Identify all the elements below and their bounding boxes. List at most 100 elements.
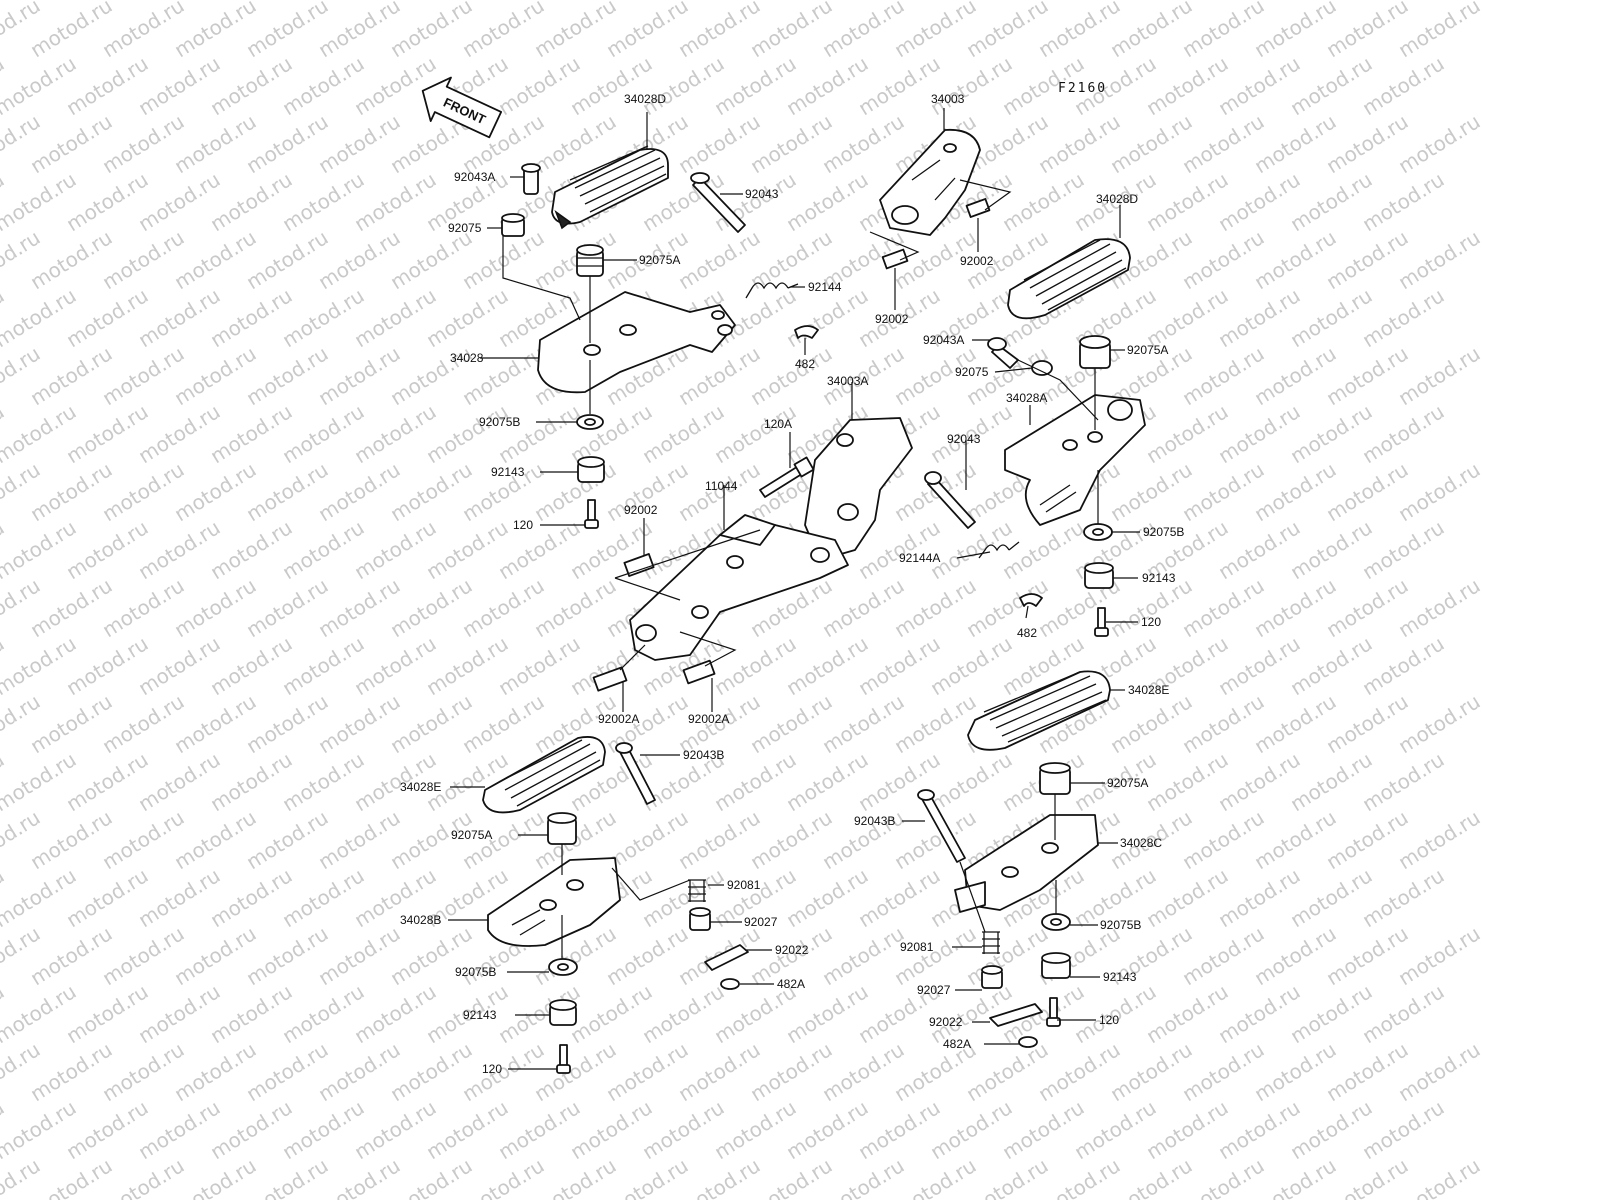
watermark-text: motod.ru	[170, 689, 261, 758]
label-92144A: 92144A	[899, 551, 940, 565]
label-92143-right: 92143	[1142, 571, 1176, 585]
watermark-text: motod.ru	[566, 1095, 657, 1164]
watermark-text: motod.ru	[854, 863, 945, 932]
watermark-text: motod.ru	[26, 225, 117, 294]
label-482-top: 482	[795, 357, 815, 371]
watermark-text: motod.ru	[314, 225, 405, 294]
label-92144: 92144	[808, 280, 842, 294]
watermark-text: motod.ru	[1394, 457, 1485, 526]
watermark-text: motod.ru	[350, 167, 441, 236]
watermark-text: motod.ru	[1250, 225, 1341, 294]
watermark-text: motod.ru	[1394, 1037, 1485, 1106]
watermark-text: motod.ru	[1142, 863, 1233, 932]
watermark-text: motod.ru	[1250, 341, 1341, 410]
rubber-92075A-right-lower	[1039, 762, 1071, 795]
watermark-text: motod.ru	[62, 979, 153, 1048]
bolt-92002-top-center	[881, 248, 909, 270]
washer-92075B-right-lower	[1041, 913, 1071, 931]
watermark-text: motod.ru	[962, 921, 1053, 990]
watermark-text: motod.ru	[1106, 457, 1197, 526]
watermark-text: motod.ru	[1394, 573, 1485, 642]
watermark-text: motod.ru	[278, 51, 369, 120]
watermark-text: motod.ru	[278, 167, 369, 236]
label-92022-right: 92022	[929, 1015, 963, 1029]
watermark-text: motod.ru	[998, 167, 1089, 236]
label-34028E-left: 34028E	[400, 780, 441, 794]
watermark-text: motod.ru	[1358, 51, 1449, 120]
watermark-text: motod.ru	[206, 1095, 297, 1164]
label-34028E-right: 34028E	[1128, 683, 1169, 697]
watermark-text: motod.ru	[638, 1095, 729, 1164]
watermark-text: motod.ru	[278, 631, 369, 700]
pin-92043B-left	[615, 742, 656, 805]
watermark-text: motod.ru	[1178, 457, 1269, 526]
part-labels: 34028D 34003 92043A 92043 92075 34028D 9…	[400, 92, 1184, 1076]
label-92043B-right: 92043B	[854, 814, 895, 828]
label-92027-right: 92027	[917, 983, 951, 997]
watermark-text: motod.ru	[638, 979, 729, 1048]
washer-92075B-left-lower	[548, 958, 578, 976]
footpeg-rubber-34028E-left	[482, 736, 606, 814]
watermark-text: motod.ru	[566, 515, 657, 584]
watermark-text: motod.ru	[134, 515, 225, 584]
label-92075A-right: 92075A	[1127, 343, 1168, 357]
watermark-text: motod.ru	[134, 631, 225, 700]
watermark-text: motod.ru	[98, 1037, 189, 1106]
watermark-text: motod.ru	[1214, 747, 1305, 816]
watermark-text: motod.ru	[566, 979, 657, 1048]
watermark-text: motod.ru	[710, 1095, 801, 1164]
watermark-text: motod.ru	[170, 573, 261, 642]
watermark-text: motod.ru	[458, 573, 549, 642]
watermark-text: motod.ru	[26, 457, 117, 526]
watermark-text: motod.ru	[1142, 747, 1233, 816]
watermark-text: motod.ru	[26, 689, 117, 758]
bolt-120-right-lower	[1046, 997, 1061, 1027]
watermark-text: motod.ru	[1286, 515, 1377, 584]
watermark-text: motod.ru	[1322, 225, 1413, 294]
watermark-text: motod.ru	[998, 515, 1089, 584]
watermark-text: motod.ru	[818, 921, 909, 990]
watermark-text: motod.ru	[1286, 1095, 1377, 1164]
watermark-text: motod.ru	[98, 805, 189, 874]
watermark-text: motod.ru	[134, 399, 225, 468]
watermark-text: motod.ru	[1178, 225, 1269, 294]
watermark-text: motod.ru	[1322, 573, 1413, 642]
watermark-text: motod.ru	[1214, 863, 1305, 932]
watermark-text: motod.ru	[314, 341, 405, 410]
watermark-text: motod.ru	[494, 399, 585, 468]
watermark-text: motod.ru	[134, 747, 225, 816]
bolt-92002-top-right	[965, 198, 991, 218]
watermark-text: motod.ru	[206, 747, 297, 816]
watermark-text: motod.ru	[1286, 631, 1377, 700]
watermark-text: motod.ru	[386, 573, 477, 642]
footpeg-34028B	[487, 857, 621, 947]
watermark-text: motod.ru	[1178, 1037, 1269, 1106]
watermark-text: motod.ru	[458, 689, 549, 758]
clip-482A-right	[1018, 1036, 1038, 1048]
watermark-text: motod.ru	[1358, 399, 1449, 468]
label-92043-right: 92043	[947, 432, 981, 446]
watermark-text: motod.ru	[926, 747, 1017, 816]
watermark-text: motod.ru	[134, 1095, 225, 1164]
watermark-text: motod.ru	[1250, 109, 1341, 178]
watermark-text: motod.ru	[134, 979, 225, 1048]
watermark-text: motod.ru	[386, 921, 477, 990]
watermark-text: motod.ru	[314, 109, 405, 178]
label-92081-right: 92081	[900, 940, 934, 954]
watermark-text: motod.ru	[602, 1037, 693, 1106]
watermark-text: motod.ru	[1178, 341, 1269, 410]
watermark-text: motod.ru	[1214, 515, 1305, 584]
watermark-text: motod.ru	[242, 689, 333, 758]
watermark-text: motod.ru	[386, 689, 477, 758]
watermark-text: motod.ru	[1250, 921, 1341, 990]
bolt-120-left-lower	[556, 1044, 571, 1074]
watermark-text: motod.ru	[206, 979, 297, 1048]
watermark-text: motod.ru	[926, 1095, 1017, 1164]
collar-92143-left	[577, 456, 605, 483]
watermark-text: motod.ru	[242, 1037, 333, 1106]
washer-92075B-left	[576, 414, 604, 430]
rubber-92075A-left-lower	[547, 812, 577, 845]
watermark-text: motod.ru	[1142, 979, 1233, 1048]
watermark-text: motod.ru	[1034, 1037, 1125, 1106]
watermark-text: motod.ru	[458, 1037, 549, 1106]
